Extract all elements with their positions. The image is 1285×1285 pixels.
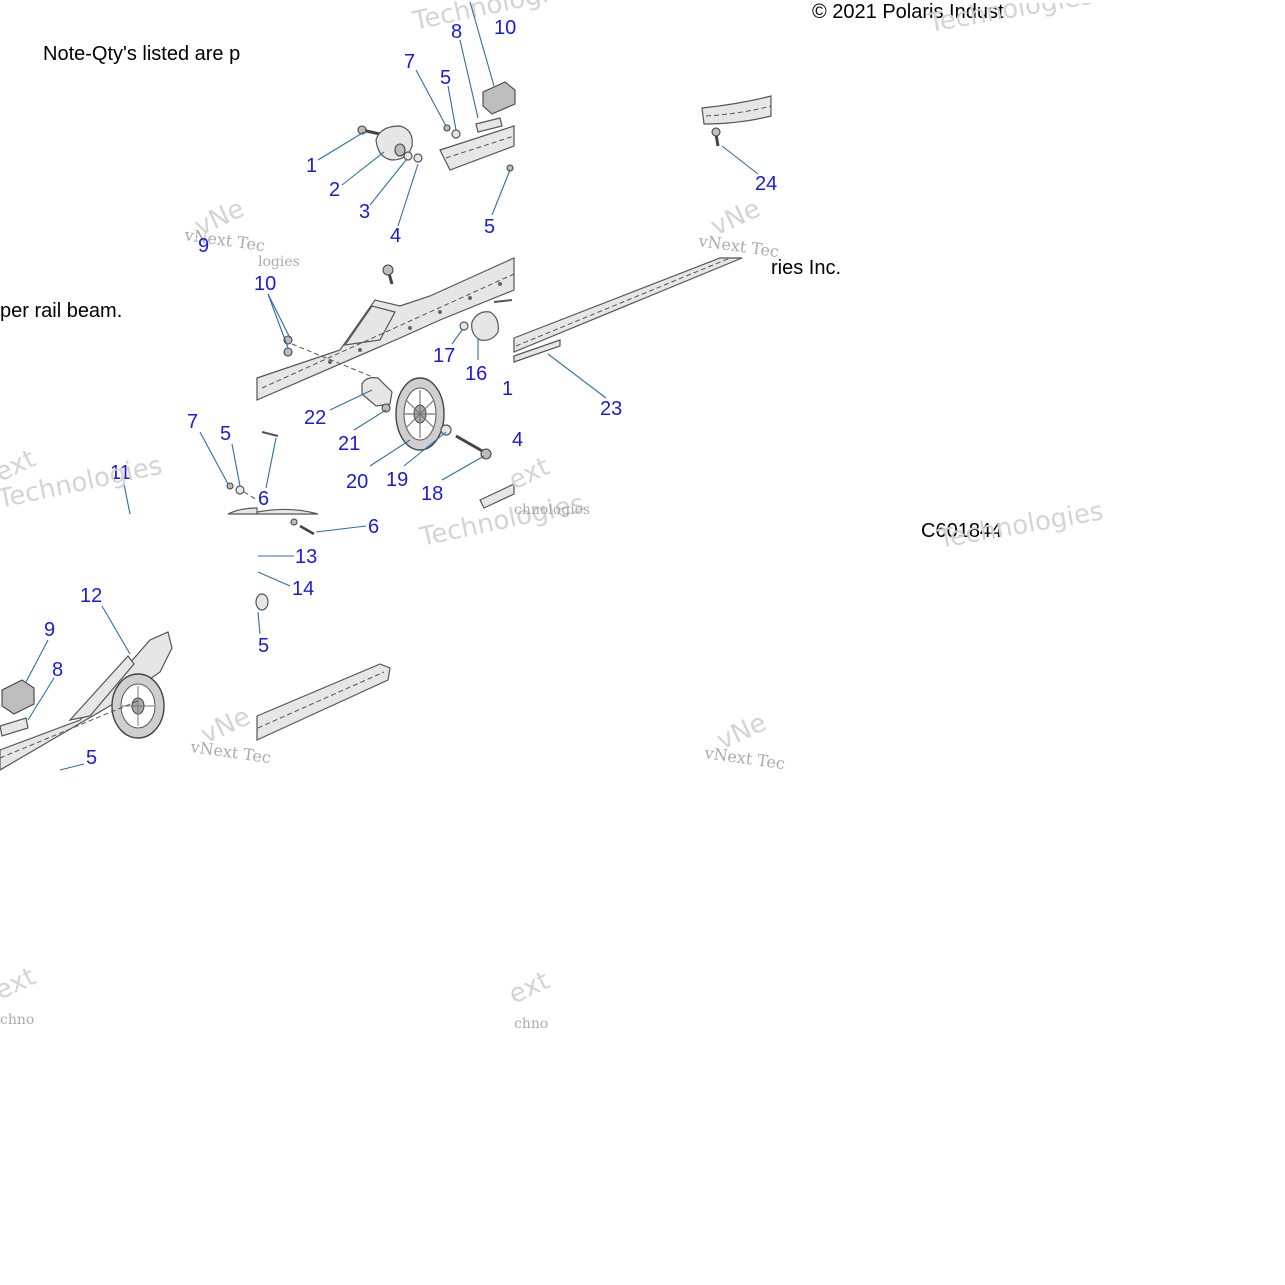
nut-7 [443,124,451,132]
callout-16: 16 [465,363,487,385]
callout-20: 20 [346,471,368,493]
note-line-2: per rail beam. [0,300,122,322]
callout-12: 12 [80,585,102,607]
rail-end-top [701,95,772,125]
callout-5-lower: 5 [484,216,495,238]
idler-wheel-20 [395,377,445,451]
watermark-ext-bottom-left: ext [0,962,40,1007]
watermark-technologies-l: Technologies [935,496,1106,555]
tile-left-rail: 12 9 8 5 vNext Tec vNe [0,585,272,771]
callout-2: 2 [329,179,340,201]
tile-center-assembly: 10 17 16 1 22 21 20 19 18 logies [254,254,515,515]
idler-hub-16 [471,311,499,341]
tile-top-parts: Technologies 1 2 3 4 [306,0,580,247]
diagram-code: C601844 [921,520,1002,542]
callout-22: 22 [304,407,326,429]
tile-left-hardware: per rail beam. 7 5 6 11 ext Technologies [0,300,279,515]
pad-8-left [0,717,29,737]
callout-4: 4 [390,225,401,247]
nut-7-left [226,482,234,490]
bolt-1 [357,125,381,136]
watermark-ext-bottom-mid: ext [504,966,554,1011]
bolt-18 [455,434,492,460]
watermark-logies-e: logies [258,254,300,270]
watermark-vnext-k: vNext Tec [702,743,786,773]
watermark-chno-bottom-left: chno [0,1012,34,1028]
tile-lower-right: vNext Tec vNe C601844 Technologies [702,496,1105,773]
callout-21: 21 [338,433,360,455]
watermark-chnologies-f: chnologies [514,502,590,518]
tile-bottom-fragments: ext chno ext chno [0,962,554,1032]
washer-5-left [235,485,245,495]
callout-9: 9 [44,619,55,641]
callout-1: 1 [306,155,317,177]
watermark-vnext-b: vNext Tec [696,231,780,261]
nut-6b [290,518,298,526]
tile-top-right-rail: 24 vNext Tec vNe [696,95,780,261]
bushing-21 [381,403,391,413]
callout-7: 7 [404,51,415,73]
tile-copyright: © 2021 Polaris Indust Technologies [812,0,1096,39]
callout-10-center: 10 [254,273,276,295]
note-line-1: Note-Qty's listed are p [43,43,240,65]
washer-3 [403,151,413,161]
washer-17 [459,321,469,331]
callout-14: 14 [292,578,314,600]
copyright-text: © 2021 Polaris Indust [812,1,1004,23]
callout-5: 5 [440,67,451,89]
nut-10b [283,347,293,357]
callout-7-left: 7 [187,411,198,433]
bolt-center-top [382,264,394,285]
callout-9-top: 9 [198,235,209,257]
callout-5-left: 5 [220,423,231,445]
spacer-22 [361,377,393,407]
rail-long-23 [513,257,743,353]
nut-4 [413,153,423,163]
watermark-chno-bottom-mid: chno [514,1016,548,1032]
washer-5 [451,129,461,139]
callout-8-left: 8 [52,659,63,681]
callout-10: 10 [494,17,516,39]
callout-24: 24 [755,173,777,195]
callout-23: 23 [600,398,622,420]
callout-18: 18 [421,483,443,505]
watermark-vnext-i: vNext Tec [188,737,272,767]
watermark-technologies-c: Technologies [925,0,1096,39]
callout-17: 17 [433,345,455,367]
callout-13: 13 [295,546,317,568]
slider-block-10 [482,81,516,115]
copyright-continued: ries Inc. [771,257,841,279]
callout-6: 6 [258,488,269,510]
tile-copyright-cont: ries Inc. [771,257,841,279]
callout-8: 8 [451,21,462,43]
callout-19: 19 [386,469,408,491]
tile-note: Note-Qty's listed are p vNext Tec vNe 9 [43,43,266,257]
callout-4-center: 4 [512,429,523,451]
callout-1-center: 1 [502,378,513,400]
slider-block-9 [1,679,35,715]
rail-end-lower [256,663,391,741]
watermark-vne-b: vNe [706,194,765,243]
callout-5-bottom-left: 5 [86,747,97,769]
callout-6-right: 6 [368,516,379,538]
callout-3: 3 [359,201,370,223]
bolt-6b [299,524,315,536]
bolt-24 [711,127,721,147]
washer-5-right [255,593,269,611]
tile-rail-end: 6 13 14 5 [255,516,391,741]
pad-8 [475,117,503,133]
washer-19 [440,424,452,436]
callout-5-right: 5 [258,635,269,657]
callout-11: 11 [110,462,131,484]
idler-wheel-left [111,673,165,739]
rail-lower-center [479,483,515,509]
